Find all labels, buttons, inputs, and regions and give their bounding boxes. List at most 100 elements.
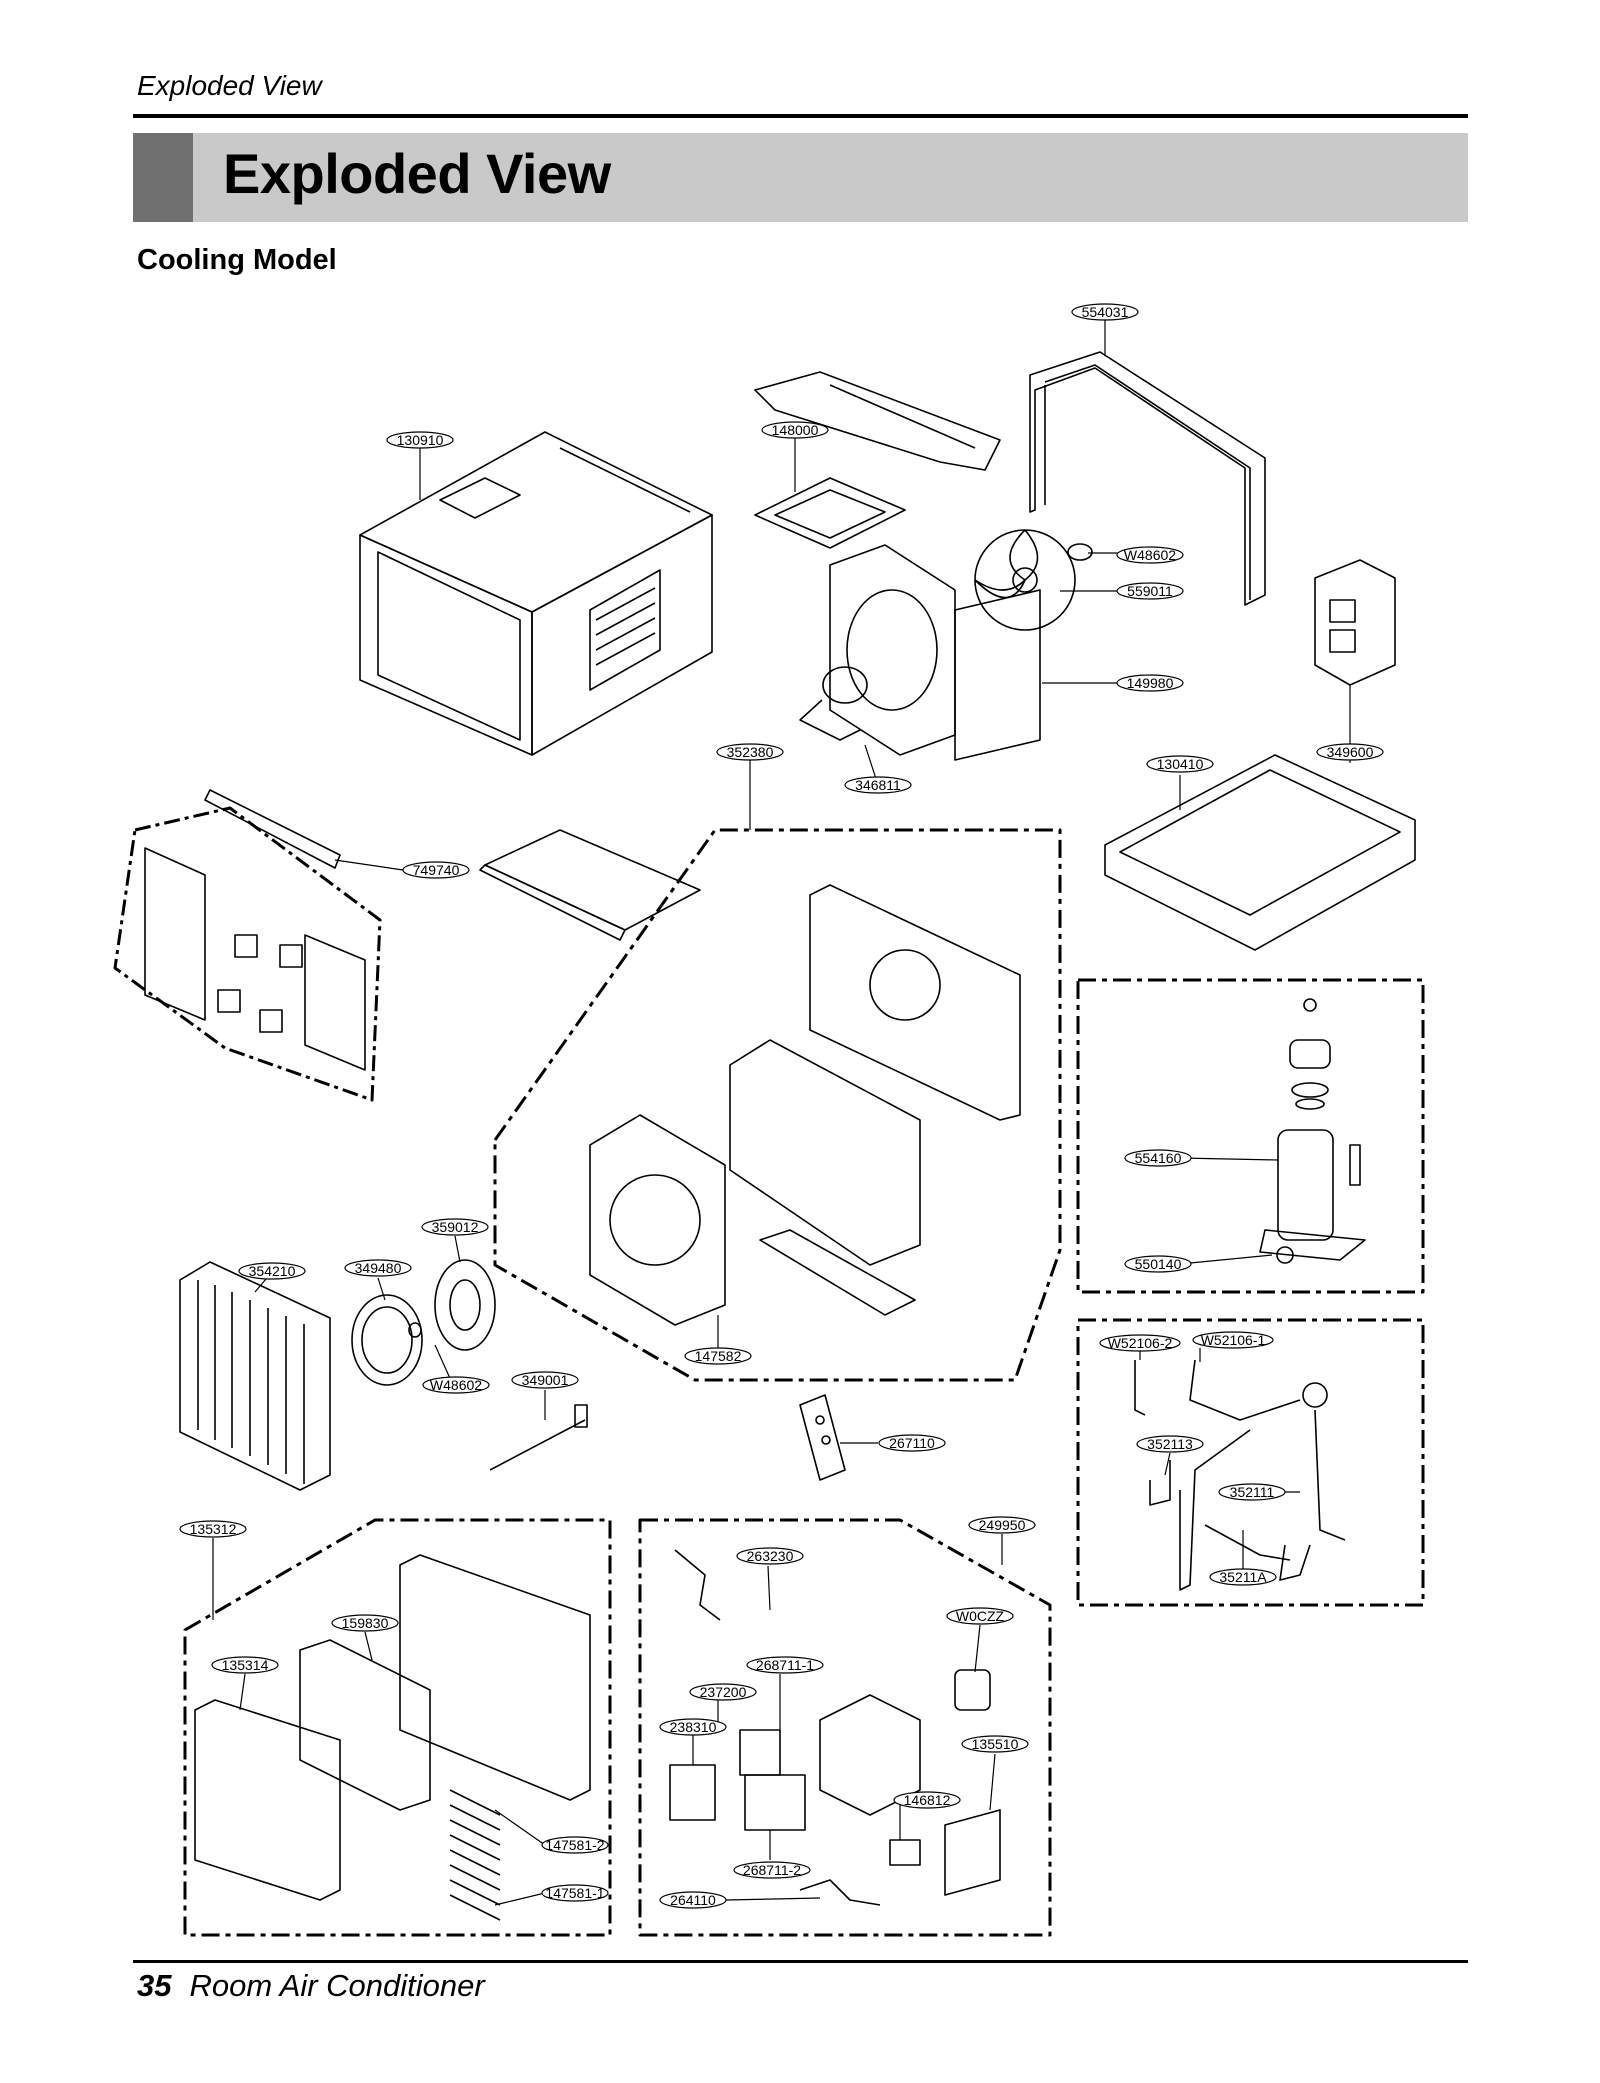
part-label: W0CZZ [946,1607,1014,1625]
part-label: 349001 [511,1371,579,1389]
part-label: 349480 [344,1259,412,1277]
svg-text:268711-2: 268711-2 [743,1862,801,1878]
condenser-drawing [1029,351,1266,606]
side-curtains-drawing [113,789,382,1102]
part-label: 146812 [893,1791,961,1809]
title-tab [133,133,193,222]
top-bracket-drawing [754,477,906,549]
svg-text:352113: 352113 [1147,1436,1193,1452]
svg-text:559011: 559011 [1127,583,1173,599]
section-header: Exploded View [137,70,322,101]
svg-text:268711-1: 268711-1 [756,1657,814,1673]
svg-text:148000: 148000 [772,422,819,438]
part-label: 268711-1 [746,1656,824,1674]
part-label: 149980 [1116,674,1184,692]
part-labels: 554031 130910 148000 W48602 559011 14998… [179,303,1384,1909]
footer-rule [133,1960,1468,1963]
part-label: W52106-1 [1192,1331,1274,1349]
part-label: 354210 [238,1262,306,1280]
part-label: 147581-2 [541,1836,609,1854]
part-label: 147582 [684,1347,752,1365]
page-title: Exploded View [223,142,611,205]
thermistor-drawing [489,1404,588,1471]
svg-text:130910: 130910 [397,432,444,448]
svg-text:159830: 159830 [342,1615,389,1631]
part-label: 249950 [968,1516,1036,1534]
part-label: 238310 [659,1718,727,1736]
svg-text:554160: 554160 [1135,1150,1182,1166]
part-label: W52106-2 [1099,1334,1181,1352]
fan-motor-drawing [974,529,1093,631]
part-label: 135314 [211,1656,279,1674]
svg-text:W48602: W48602 [1124,547,1176,563]
part-label: 135510 [961,1735,1029,1753]
svg-text:147581-1: 147581-1 [545,1885,604,1901]
header-rule [133,114,1468,118]
svg-text:749740: 749740 [413,862,460,878]
part-label: 130410 [1146,755,1214,773]
part-label: 267110 [878,1434,946,1452]
cabinet-drawing [359,431,713,756]
svg-text:W0CZZ: W0CZZ [956,1608,1005,1624]
page-number: 35 [137,1968,172,2003]
front-grille-drawing [183,1518,612,1937]
svg-text:264110: 264110 [670,1892,716,1908]
part-label: 554160 [1124,1149,1192,1167]
svg-text:W52106-2: W52106-2 [1108,1335,1173,1351]
part-label: 35211A [1209,1568,1277,1586]
part-label: W48602 [422,1376,490,1394]
svg-text:147582: 147582 [695,1348,742,1364]
remote-drawing [799,1394,846,1481]
part-label: 148000 [761,421,829,439]
svg-text:W52106-1: W52106-1 [1201,1332,1266,1348]
svg-text:359012: 359012 [432,1219,479,1235]
svg-text:349480: 349480 [355,1260,402,1276]
svg-text:349001: 349001 [522,1372,569,1388]
part-label: 554031 [1071,303,1139,321]
part-label: 263230 [736,1547,804,1565]
svg-text:346811: 346811 [855,777,901,793]
part-label: 352380 [716,743,784,761]
svg-text:237200: 237200 [700,1684,747,1700]
part-label: 359012 [421,1218,489,1236]
evaporator-drawing [179,1261,331,1491]
svg-text:550140: 550140 [1135,1256,1182,1272]
svg-text:352380: 352380 [727,744,774,760]
svg-text:249950: 249950 [979,1517,1026,1533]
model-subtitle: Cooling Model [137,244,337,276]
part-label: 352111 [1218,1483,1286,1501]
part-label: 559011 [1116,582,1184,600]
svg-text:354210: 354210 [249,1263,296,1279]
blower-drawing [351,1259,496,1386]
svg-text:35211A: 35211A [1219,1569,1267,1585]
part-label: 130910 [386,431,454,449]
part-label: 237200 [689,1683,757,1701]
part-label: 159830 [331,1614,399,1632]
svg-text:W48602: W48602 [430,1377,482,1393]
part-label: 147581-1 [541,1884,609,1902]
slide-plate-drawing [479,829,701,941]
part-label: 749740 [402,861,470,879]
part-label: 268711-2 [733,1861,811,1879]
compressor-drawing [1076,978,1425,1294]
svg-text:135314: 135314 [222,1657,269,1673]
top-cover-drawing [754,371,1001,471]
svg-text:135312: 135312 [190,1521,237,1537]
title-bar: Exploded View [133,133,1468,222]
svg-text:135510: 135510 [972,1736,1019,1752]
shroud-drawing [799,544,1041,761]
product-name: Room Air Conditioner [189,1968,485,2003]
svg-text:554031: 554031 [1082,304,1129,320]
part-label: 135312 [179,1520,247,1538]
part-label: W48602 [1116,546,1184,564]
page-footer: 35 Room Air Conditioner [137,1968,485,2004]
svg-text:130410: 130410 [1157,756,1204,772]
svg-text:349600: 349600 [1327,744,1374,760]
svg-text:147581-2: 147581-2 [545,1837,604,1853]
part-label: 550140 [1124,1255,1192,1273]
svg-text:238310: 238310 [670,1719,717,1735]
svg-text:263230: 263230 [747,1548,794,1564]
base-pan-drawing [1104,754,1416,951]
tubing-drawing [1076,1318,1425,1607]
